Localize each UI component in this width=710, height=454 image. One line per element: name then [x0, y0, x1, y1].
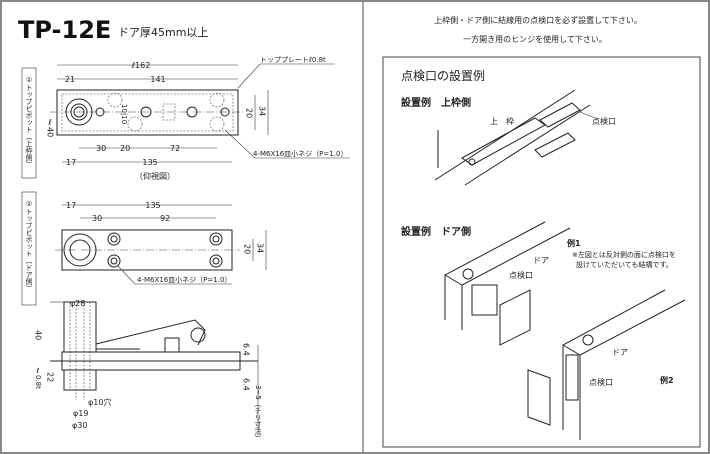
dim-17: 17	[66, 158, 76, 167]
dim-phi10: φ10穴	[88, 397, 111, 407]
dim-21: 21	[65, 75, 75, 84]
drawing-side-view: φ28 40 ℓ0.8t 22 φ10穴 φ19 φ30 6.4 6.4 3~5…	[34, 299, 263, 442]
door-label-2: ドア	[612, 348, 628, 357]
view-label: （仰視図）	[135, 171, 175, 181]
pivot-circle	[65, 98, 93, 126]
dim-phi19: φ19	[73, 409, 88, 418]
model-subtitle: ドア厚45mm以上	[118, 26, 208, 39]
dim-phi30: φ30	[72, 421, 87, 430]
dim-40: 40	[34, 330, 43, 340]
install-example-box	[382, 56, 701, 448]
side-label-box	[21, 67, 37, 179]
dim-22: 22	[46, 372, 55, 382]
dim-20b: 20	[120, 144, 130, 153]
side-label: ①トップピボット（上枠側）	[25, 76, 33, 168]
dim-height: ℓ40	[46, 118, 55, 137]
example-1-note-2: 設けていただいても結構です。	[576, 260, 673, 269]
dim-30: 30	[92, 214, 102, 223]
model-title: TP-12E	[18, 16, 111, 44]
frame-label: 上 枠	[490, 116, 514, 126]
dim-phi28: φ28	[70, 299, 85, 308]
dim-17: 17	[66, 201, 76, 210]
dim-92: 92	[160, 214, 170, 223]
notice-1: 上枠側・ドア側に結線用の点検口を必ず設置して下さい。	[434, 15, 642, 25]
drawing-top-pivot-door-side: ②トップピボット（ドア側） 17 135 30 92 20 34 4-M6X16…	[21, 191, 267, 306]
door-illustration-1	[444, 221, 571, 346]
frame-port-label: 点検口	[592, 116, 616, 126]
example-1-note-1: ※左図とは反対側の面に点検口を	[572, 250, 676, 259]
dim-135: 135	[145, 201, 160, 210]
dim-6-4a: 6.4	[242, 343, 251, 356]
top-plate	[56, 89, 239, 136]
dim-10-10: 10|10	[120, 104, 128, 124]
dim-34: 34	[258, 106, 267, 116]
example-2-label: 例2	[660, 375, 674, 385]
dim-clearance: 3~5（チリ寸法）	[254, 385, 262, 442]
port-label-1: 点検口	[509, 270, 533, 280]
port-label-2: 点検口	[589, 377, 613, 387]
install-title: 点検口の設置例	[401, 68, 485, 83]
example-1-label: 例1	[567, 238, 581, 248]
frame-illustration	[434, 89, 596, 186]
door-label-1: ドア	[533, 256, 549, 265]
frame-section-heading: 設置例 上枠側	[401, 96, 471, 109]
dim-6-4b: 6.4	[242, 378, 251, 391]
side-label: ②トップピボット（ドア側）	[25, 200, 33, 292]
screw-label: 4-M6X16皿小ネジ（P=1.0）	[253, 149, 347, 158]
dim-141: 141	[150, 75, 165, 84]
drawing-top-pivot-frame-side: ①トップピボット（上枠側） ℓ162 21 141 ℓ40 10|10 20 3…	[21, 56, 350, 181]
dim-72: 72	[170, 144, 180, 153]
dim-20: 20	[245, 108, 254, 118]
dim-20: 20	[243, 244, 252, 254]
dim-t08: ℓ0.8t	[34, 367, 42, 389]
plate-label: トッププレートℓ0.8t	[260, 56, 326, 64]
dim-34: 34	[256, 243, 265, 253]
door-illustration-2	[527, 289, 686, 440]
dim-total: ℓ162	[131, 61, 151, 70]
door-section-heading: 設置例 ドア側	[401, 225, 471, 238]
notice-2: 一方開き用のヒンジを使用して下さい。	[463, 34, 607, 44]
dim-30: 30	[96, 144, 106, 153]
screw-label: 4-M6X16皿小ネジ（P=1.0）	[137, 275, 231, 284]
dim-135: 135	[142, 158, 157, 167]
